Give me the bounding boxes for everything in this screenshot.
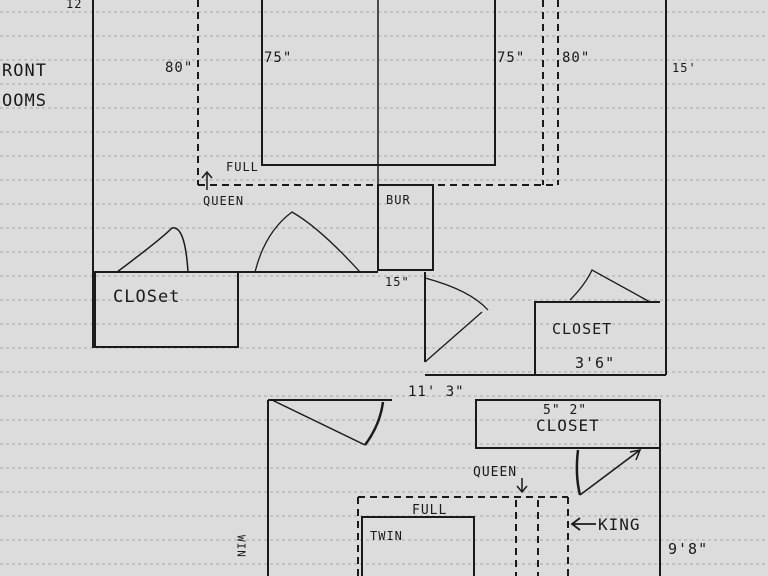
lower-plan-labels: 11' 3" 5" 2" CLOSET QUEEN FULL TWIN KING… (235, 384, 708, 558)
closet-right-box (534, 301, 660, 375)
room-depth-dim: 9'8" (668, 540, 708, 558)
closet-door-swing-1 (116, 227, 189, 273)
corner-number: 12 (66, 0, 82, 11)
lower-closet-door-leaf (579, 449, 641, 496)
closet-right-door-swing (569, 269, 651, 303)
closet-door-swing-2 (254, 211, 361, 273)
closet-left-box (94, 271, 239, 348)
bureau-box (377, 184, 434, 271)
upper-room-plan (92, 0, 667, 376)
twin-bed-label: TWIN (370, 529, 403, 543)
hall-wall-dim: 15" (385, 275, 410, 289)
room-width-dim: 11' 3" (408, 384, 465, 400)
queen-bed-label: QUEEN (203, 194, 244, 208)
dim-wall-15: 15' (672, 61, 697, 75)
king-bed-label: KING (598, 515, 641, 534)
dim-left-bed-80: 80" (165, 60, 193, 76)
twin-bed-outline (361, 516, 475, 576)
lower-room-plan (267, 399, 661, 576)
upper-plan-labels: 80" 75" 75" 80" 15' FULL QUEEN BUR CLOSe… (113, 50, 697, 372)
lower-closet-label: CLOSET (536, 416, 600, 435)
lower-closet-size: 5" 2" (543, 403, 587, 418)
entry-door-leaf (271, 399, 366, 446)
closet-left-label: CLOSet (113, 287, 180, 307)
hall-door-leaf (424, 311, 483, 363)
margin-notes: 12 RONT OOMS (2, 0, 82, 111)
hall-door-swing (424, 277, 489, 311)
dim-right-bed-80: 80" (562, 50, 590, 66)
margin-note-line2: OOMS (2, 91, 47, 111)
closet-right-size: 3'6" (575, 354, 615, 372)
closet-right-label: CLOSET (552, 320, 612, 338)
side-label: WIN (235, 535, 248, 558)
notebook-ruled-lines (0, 11, 768, 565)
bureau-label: BUR (386, 193, 411, 207)
dim-full-right-75: 75" (497, 50, 525, 66)
entry-door-swing (363, 401, 385, 446)
lower-closet-door-swing (575, 449, 582, 496)
dim-full-left-75: 75" (264, 50, 292, 66)
margin-note-line1: RONT (2, 61, 47, 81)
lower-beds-dashed (357, 496, 569, 576)
lower-full-label: FULL (412, 503, 447, 518)
lower-closet-box (475, 399, 661, 449)
lower-queen-label: QUEEN (473, 465, 517, 480)
full-bed-label: FULL (226, 160, 259, 174)
